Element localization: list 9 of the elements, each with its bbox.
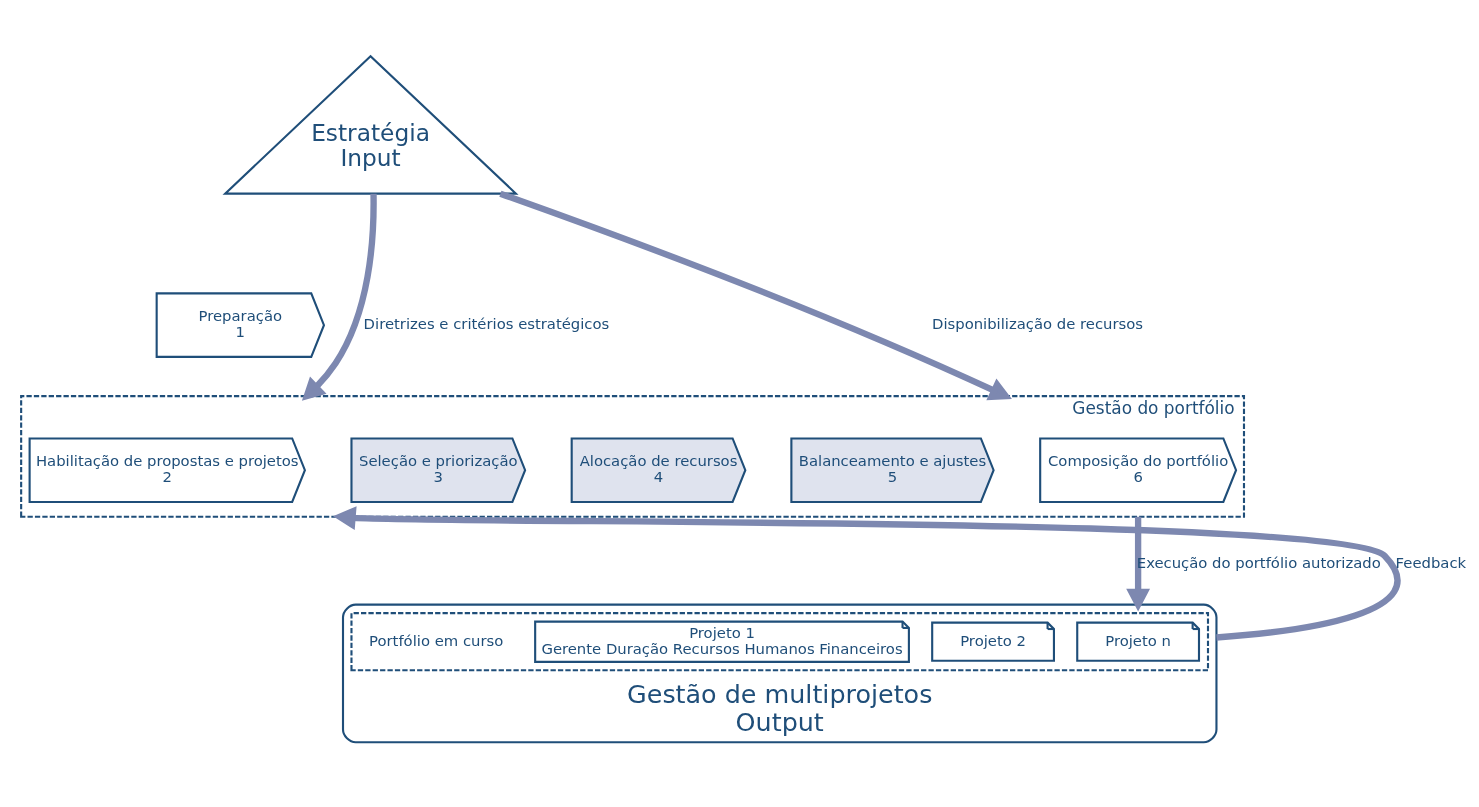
- edge-label: Feedback: [1395, 553, 1467, 571]
- edge-label: Diretrizes e critérios estratégicos: [363, 315, 610, 333]
- arrow: [301, 193, 377, 401]
- edge-label: Disponibilização de recursos: [932, 315, 1144, 333]
- arrow: [499, 190, 1012, 401]
- arrow: [333, 506, 1401, 641]
- cluster: [350, 612, 1210, 672]
- arrow: [1126, 516, 1151, 612]
- label: Portfólio em curso: [369, 631, 504, 649]
